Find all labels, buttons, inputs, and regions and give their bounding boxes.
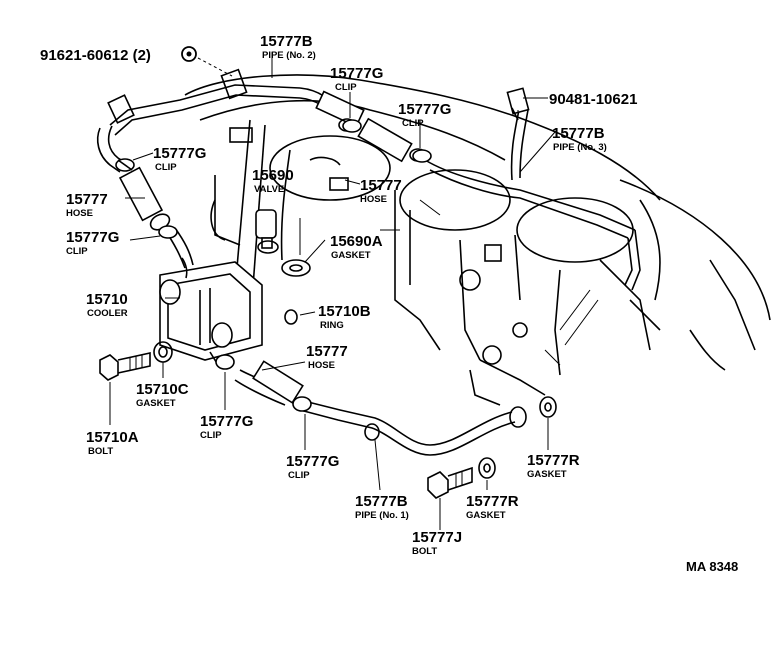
label-hose-middle-name: HOSE [360,194,387,205]
label-pipe2-name: PIPE (No. 2) [262,50,316,61]
hose-top-middle [315,90,641,291]
label-ring-number: 15710B [318,303,371,320]
bolt-91621-symbol [181,46,197,62]
label-bolt-15777j-number: 15777J [412,529,462,546]
cooler [159,257,263,366]
bolt-15710a [99,352,151,381]
label-clip-upper-left-number: 15777G [153,145,206,162]
clip-left [158,225,178,239]
leader-lines [109,52,556,530]
label-clip-lower1-number: 15777G [200,413,253,430]
pipe-no2 [107,68,341,136]
clip-upper-left [115,158,135,172]
label-pipe3-name: PIPE (No. 3) [553,142,607,153]
drawing-reference: MA 8348 [686,559,738,574]
clip-lower-1 [215,354,235,370]
bolt-15777j [427,466,473,499]
label-gasket-r2-name: GASKET [466,510,506,521]
label-hose-left-name: HOSE [66,208,93,219]
label-valve-number: 15690 [252,167,294,184]
gasket-15690a [281,259,311,277]
label-cooler-number: 15710 [86,291,128,308]
clip-top-right [412,149,432,163]
label-pipe1-number: 15777B [355,493,408,510]
hose-upper-left [96,125,129,173]
label-hose-lower-number: 15777 [306,343,348,360]
bolt-90481 [506,87,530,121]
label-pipe2-number: 15777B [260,33,313,50]
label-bolt-15777j-name: BOLT [412,546,437,557]
label-hose-left-number: 15777 [66,191,108,208]
label-clip-top-right-name: CLIP [402,118,424,129]
label-gasket-15690a-number: 15690A [330,233,383,250]
gasket-15777r-upper [539,396,557,418]
label-gasket-r1-number: 15777R [527,452,580,469]
label-valve-name: VALVE [254,184,284,195]
label-clip-top-right-number: 15777G [398,101,451,118]
label-bolt-15710a-name: BOLT [88,446,113,457]
label-clip-left-number: 15777G [66,229,119,246]
label-clip-left-name: CLIP [66,246,88,257]
label-gasket-r2-number: 15777R [466,493,519,510]
ring-15710b [284,309,298,325]
label-ring-name: RING [320,320,344,331]
clip-lower-2 [292,396,312,412]
pipe-no1 [234,360,527,456]
label-clip-lower2-number: 15777G [286,453,339,470]
label-cooler-name: COOLER [87,308,128,319]
label-hose-lower-name: HOSE [308,360,335,371]
label-clip-top-center-number: 15777G [330,65,383,82]
label-clip-top-center-name: CLIP [335,82,357,93]
label-clip-lower1-name: CLIP [200,430,222,441]
label-hose-middle-number: 15777 [360,177,402,194]
hose-left [118,166,194,269]
clip-top-center [342,119,362,133]
label-bolt-91621: 91621-60612 (2) [40,47,151,64]
label-pipe1-name: PIPE (No. 1) [355,510,409,521]
label-gasket-15710c-name: GASKET [136,398,176,409]
label-clip-lower2-name: CLIP [288,470,310,481]
gasket-15777r-lower [478,457,496,479]
label-bolt-15710a-number: 15710A [86,429,139,446]
valve [255,209,279,254]
label-gasket-r1-name: GASKET [527,469,567,480]
label-pipe3-number: 15777B [552,125,605,142]
label-clip-upper-left-name: CLIP [155,162,177,173]
label-gasket-15690a-name: GASKET [331,250,371,261]
label-gasket-15710c-number: 15710C [136,381,189,398]
callout-labels: 91621-60612 (2) 15777B PIPE (No. 2) 1577… [40,33,738,574]
label-bolt-90481: 90481-10621 [549,91,637,108]
